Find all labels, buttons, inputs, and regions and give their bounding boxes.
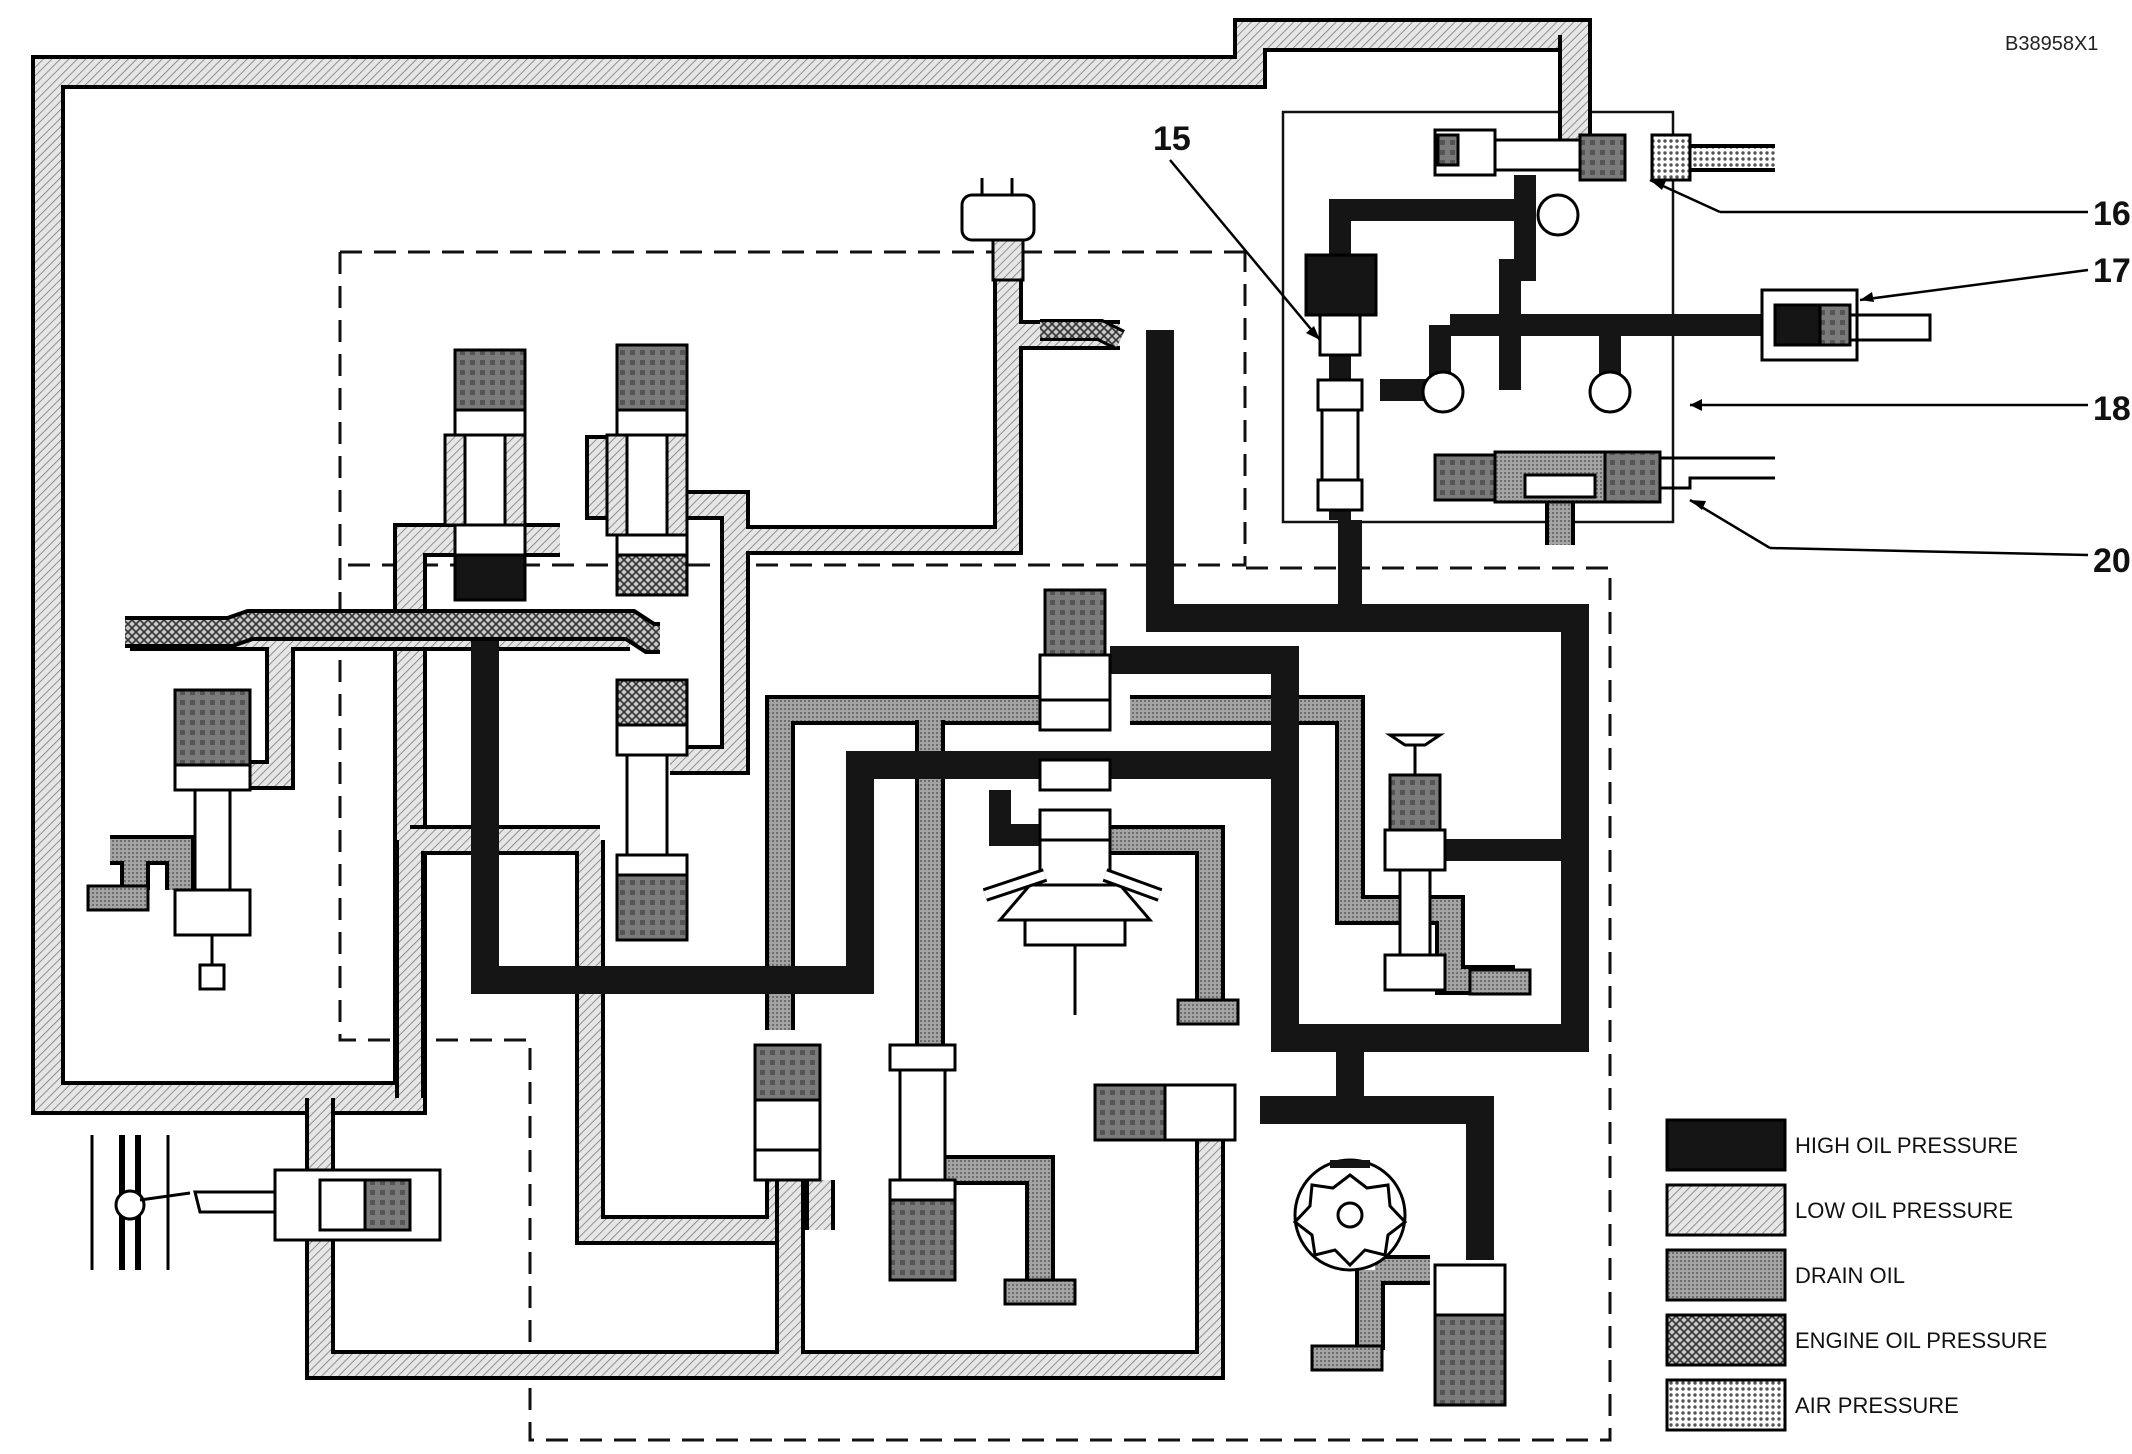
accumulator-valve	[1093, 1083, 1237, 1142]
svg-text:LOW OIL PRESSURE: LOW OIL PRESSURE	[1795, 1198, 2013, 1223]
callout-18: 18	[2093, 390, 2131, 428]
lower-left-valve	[753, 1043, 822, 1182]
callout-20: 20	[2093, 542, 2131, 580]
center-control-valve	[982, 588, 1163, 1015]
center-spool-valve	[605, 343, 689, 942]
high-oil-lines	[471, 175, 1780, 1260]
callout-17: 17	[2093, 252, 2131, 290]
gear-pump	[1292, 1158, 1408, 1272]
drain-oil-lines	[86, 490, 1575, 1372]
air-lines	[1650, 133, 1775, 182]
svg-text:HIGH OIL PRESSURE: HIGH OIL PRESSURE	[1795, 1133, 2018, 1158]
svg-text:AIR PRESSURE: AIR PRESSURE	[1795, 1393, 1959, 1418]
throttle-linkage	[90, 1135, 442, 1270]
callout-15: 15	[1153, 120, 1191, 158]
lower-center-valve	[888, 1043, 957, 1282]
solenoid-connector	[960, 178, 1036, 282]
svg-text:DRAIN OIL: DRAIN OIL	[1795, 1263, 1905, 1288]
legend-item-air: AIR PRESSURE	[1665, 1378, 1959, 1432]
legend-item-engine-oil: ENGINE OIL PRESSURE	[1665, 1313, 2047, 1367]
legend-item-drain-oil: DRAIN OIL	[1665, 1248, 1905, 1302]
pump-relief-valve	[1433, 1263, 1507, 1407]
upper-right-cylinder	[1760, 288, 1932, 362]
callout-16: 16	[2093, 195, 2131, 233]
callouts: 15 16 17 18 20	[1153, 120, 2131, 580]
engine-oil-lines	[125, 319, 1125, 654]
svg-text:ENGINE OIL PRESSURE: ENGINE OIL PRESSURE	[1795, 1328, 2047, 1353]
left-spool-valve	[443, 348, 527, 602]
left-relief-valve	[173, 688, 252, 991]
valve-bodies	[90, 128, 1932, 1407]
legend-item-low-oil: LOW OIL PRESSURE	[1665, 1183, 2013, 1237]
upper-right-shuttle	[1304, 128, 1775, 512]
legend: HIGH OIL PRESSURE LOW OIL PRESSURE DRAIN…	[1665, 1118, 2047, 1432]
legend-item-high-oil: HIGH OIL PRESSURE	[1665, 1118, 2018, 1172]
figure-id: B38958X1	[2005, 33, 2098, 55]
right-relief-valve	[1383, 733, 1447, 992]
